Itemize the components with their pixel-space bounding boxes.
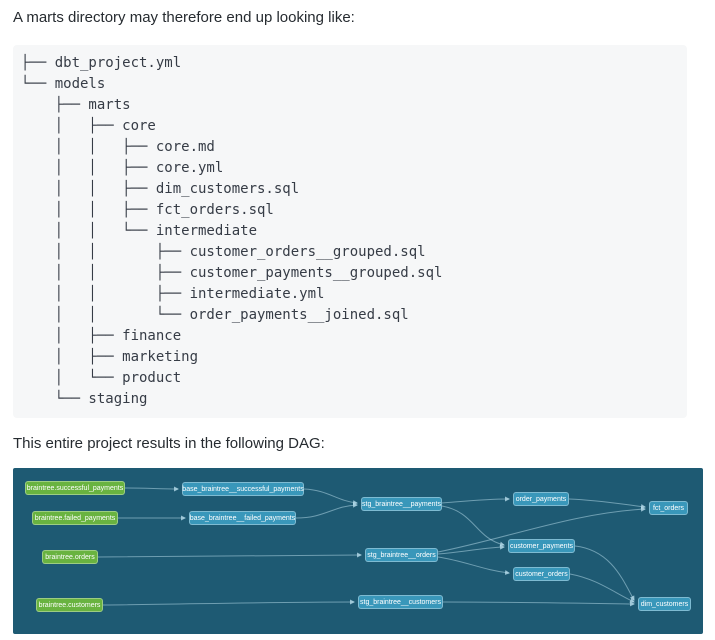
dag-edges-group [97,486,646,607]
dag-node-stg-braintree-orders: stg_braintree__orders [365,548,438,562]
dag-edge-stg-braintree-payments-to-customer-payments [441,505,505,547]
dag-edge-braintree-orders-to-stg-braintree-orders [97,552,362,558]
dag-node-customer-orders: customer_orders [513,567,570,581]
dag-edge-stg-braintree-orders-to-customer-orders [437,556,510,576]
dag-node-dim-customers: dim_customers [638,597,691,611]
dag-node-fct-orders: fct_orders [649,501,688,515]
dag-node-customer-payments: customer_payments [508,539,575,553]
dag-node-braintree-orders: braintree.orders [42,550,98,564]
dag-edge-customer-orders-to-dim-customers [569,573,635,603]
dag-node-base-braintree-failed-payments: base_braintree__failed_payments [189,511,296,525]
directory-tree-text: ├── dbt_project.yml └── models ├── marts… [21,55,443,407]
dag-edge-stg-braintree-customers-to-dim-customers [442,601,635,607]
dag-node-stg-braintree-customers: stg_braintree__customers [358,595,443,609]
dag-node-order-payments: order_payments [513,492,569,506]
intro-paragraph: A marts directory may therefore end up l… [13,9,355,26]
dag-edge-braintree-customers-to-stg-braintree-customers [102,599,355,606]
dag-node-braintree-customers: braintree.customers [36,598,103,612]
dag-edge-order-payments-to-fct-orders [568,498,646,509]
dag-image: braintree.successful_payments braintree.f… [13,468,703,634]
dag-edge-stg-braintree-orders-to-fct-orders [437,506,646,553]
dag-edge-stg-braintree-orders-to-customer-payments [437,544,505,555]
dag-node-base-braintree-successful-payments: base_braintree__successful_payments [182,482,304,496]
dag-edges-svg [97,486,646,607]
dag-node-stg-braintree-payments: stg_braintree__payments [361,497,442,511]
directory-tree-code-block: ├── dbt_project.yml └── models ├── marts… [13,45,687,418]
dag-edge-base-braintree-successful-payments-to-stg-braintree-payments [303,488,358,506]
dag-edge-braintree-successful-payments-to-base-braintree-successful-payments [124,486,179,492]
dag-edge-base-braintree-failed-payments-to-stg-braintree-payments [295,502,358,519]
dag-edge-customer-payments-to-dim-customers [574,545,635,601]
dag-node-braintree-successful-payments: braintree.successful_payments [25,481,125,495]
dag-edge-stg-braintree-payments-to-order-payments [441,496,510,504]
dag-paragraph: This entire project results in the follo… [13,435,325,452]
dag-node-braintree-failed-payments: braintree.failed_payments [32,511,118,525]
